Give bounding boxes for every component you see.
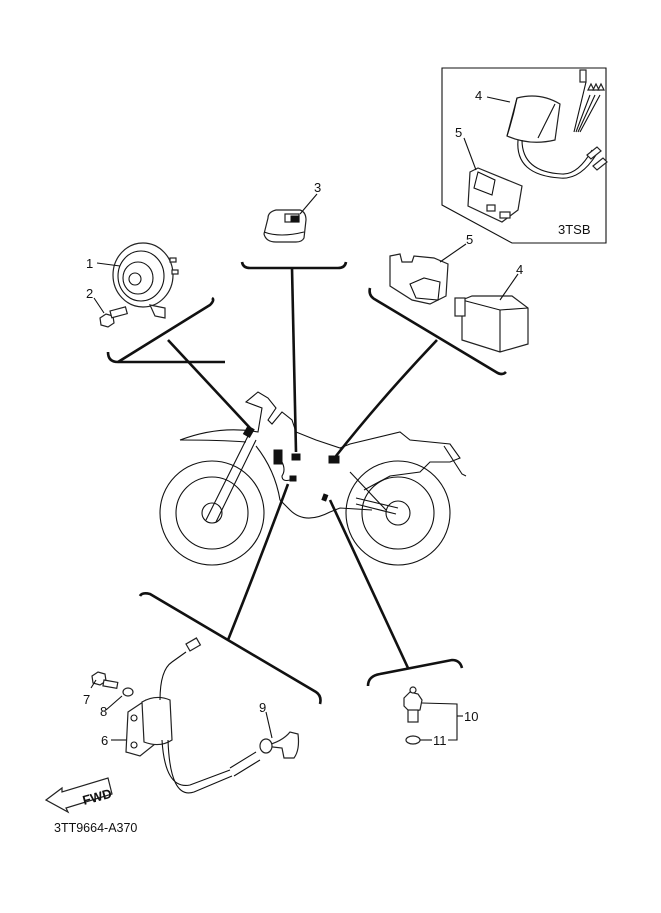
relay-cap-group: 3: [240, 180, 348, 270]
plug-cap-ring: [259, 738, 273, 754]
callout-10: 10: [464, 709, 478, 724]
motorcycle-outline: [159, 391, 467, 566]
inset-callout-4: 4: [475, 88, 482, 103]
callout-4: 4: [516, 262, 523, 277]
inset-relay-shape: [506, 95, 561, 143]
inset-callout-5: 5: [455, 125, 462, 140]
callout-2: 2: [86, 286, 93, 301]
washer-8-shape: [122, 687, 134, 697]
relay-group: 5 4: [368, 232, 529, 376]
ignition-coil-shape: [141, 696, 173, 746]
spark-plug-cap-shape: [263, 731, 300, 759]
location-leaders: [167, 267, 438, 669]
horn-location-marker: [242, 425, 255, 438]
callout-1: 1: [86, 256, 93, 271]
inset-variant-label: 3TSB: [558, 222, 591, 237]
horn-group: 1 2: [86, 242, 225, 364]
callout-3: 3: [314, 180, 321, 195]
bolt-2-shape: [99, 313, 115, 328]
fwd-label: FWD: [81, 786, 113, 808]
neutral-switch-shape: [403, 691, 423, 713]
diagram-code: 3TT9664-A370: [54, 821, 137, 835]
inset-relay-holder-shape: [467, 167, 523, 223]
relay-holder-shape: [389, 253, 449, 305]
fwd-arrow-icon: FWD: [44, 777, 113, 814]
relay-location-marker: [328, 455, 340, 464]
callout-11: 11: [433, 733, 447, 748]
callout-7: 7: [83, 692, 90, 707]
inset-3tsb: 4 5 3TSB: [441, 67, 608, 244]
callout-9: 9: [259, 700, 266, 715]
neutral-switch-location-marker: [321, 493, 329, 502]
neutral-switch-thread: [407, 709, 419, 723]
neutral-switch-group: 10 11: [366, 658, 478, 748]
gasket-11-shape: [405, 735, 421, 745]
callout-6: 6: [101, 733, 108, 748]
callout-8: 8: [100, 704, 107, 719]
relay-cap-location-marker: [291, 453, 301, 461]
relay-shape: [461, 295, 529, 353]
callout-5: 5: [466, 232, 473, 247]
inset-wire-terminal: [579, 69, 587, 83]
coil-location-marker: [273, 449, 283, 465]
ignition-coil-group: 7 8 6 9: [83, 592, 322, 794]
